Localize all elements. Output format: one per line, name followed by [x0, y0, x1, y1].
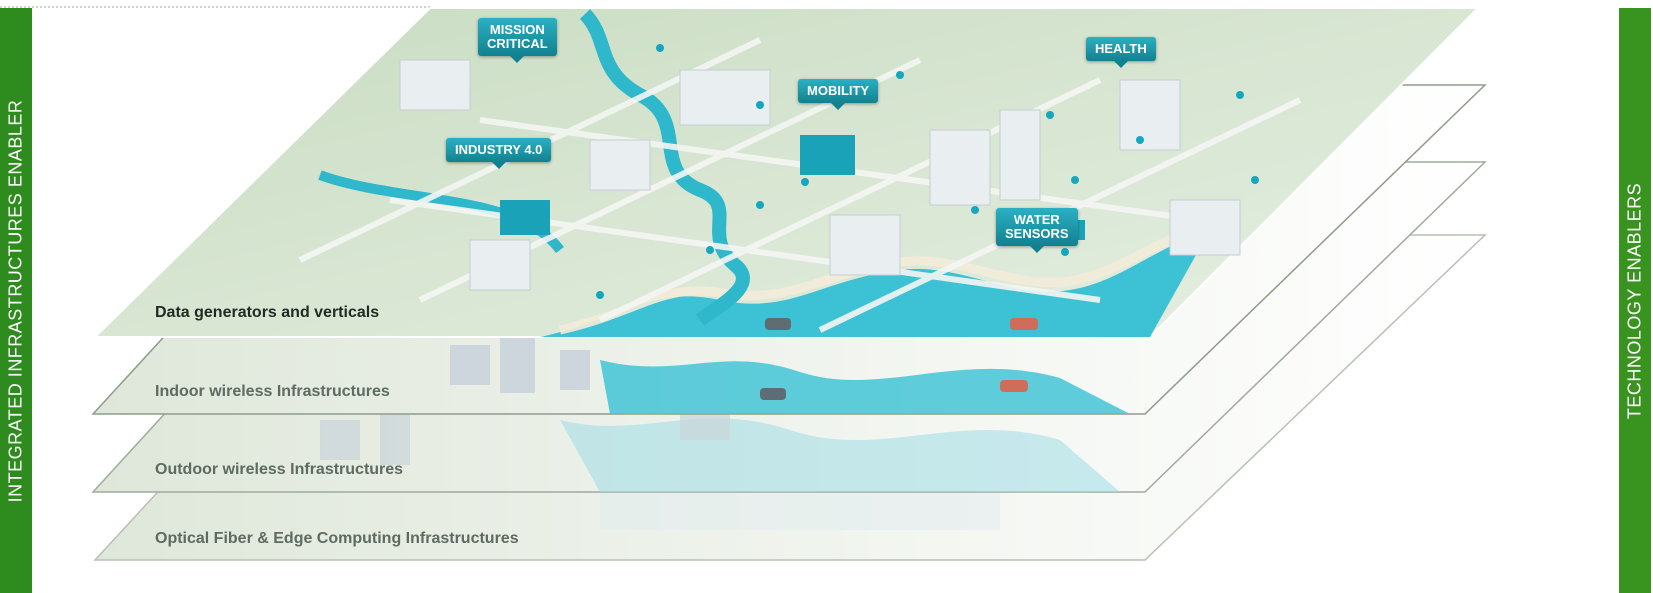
callout-health: HEALTH	[1086, 37, 1156, 68]
sensor-nodes	[596, 44, 1259, 299]
river	[579, 9, 750, 326]
callout-mission-critical: MISSION CRITICAL	[478, 18, 557, 63]
layer-label-indoor-wireless: Indoor wireless Infrastructures	[155, 383, 390, 400]
top-dotted-rule	[0, 6, 430, 8]
left-side-bar: INTEGRATED INFRASTRUCTURES ENABLER	[0, 8, 32, 593]
layer-label-data-generators: Data generators and verticals	[155, 304, 380, 321]
right-side-bar: TECHNOLOGY ENABLERS	[1619, 8, 1651, 593]
callout-water-sensors: WATER SENSORS	[996, 208, 1078, 253]
callout-mobility: MOBILITY	[798, 79, 879, 110]
layer-label-optical-fiber: Optical Fiber & Edge Computing Infrastru…	[155, 530, 519, 547]
callout-industry-4-0: INDUSTRY 4.0	[446, 138, 552, 169]
layer-label-outdoor-wireless: Outdoor wireless Infrastructures	[155, 461, 404, 478]
